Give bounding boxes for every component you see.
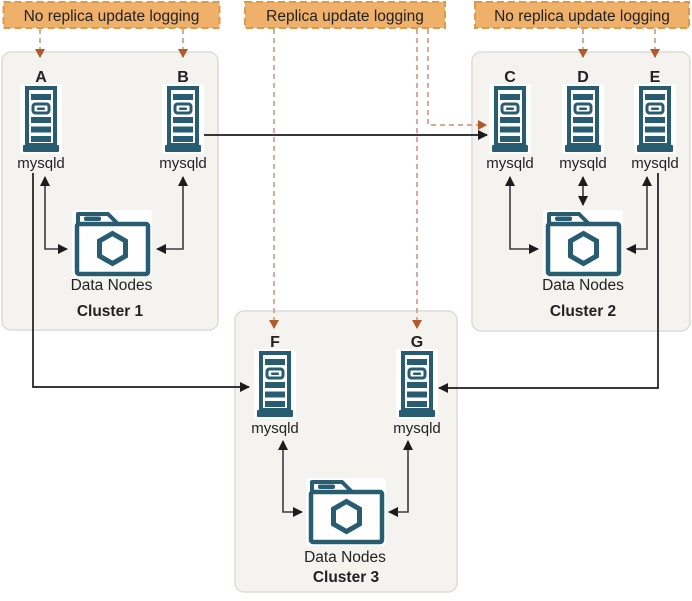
sql-node-D: D mysqld bbox=[559, 69, 607, 172]
server-icon bbox=[160, 82, 206, 156]
sql-node-A: A mysqld bbox=[17, 69, 65, 172]
datanode-link-G bbox=[388, 440, 413, 517]
datanode-link-C bbox=[505, 176, 539, 254]
data-nodes-folder-icon-cluster-3 bbox=[306, 478, 386, 546]
mysqld-label: mysqld bbox=[251, 420, 299, 437]
annotation-no-replica-update-logging-left: No replica update logging bbox=[2, 1, 221, 29]
sql-node-E: E mysqld bbox=[631, 69, 679, 172]
server-icon bbox=[394, 347, 440, 421]
datanode-link-F bbox=[278, 440, 303, 517]
sql-node-letter: D bbox=[577, 69, 589, 86]
mysqld-label: mysqld bbox=[631, 155, 679, 172]
data-nodes-folder-icon-cluster-2 bbox=[543, 210, 623, 278]
sql-node-letter: C bbox=[504, 69, 516, 86]
annotation-label: Replica update logging bbox=[266, 8, 424, 25]
server-icon bbox=[632, 82, 678, 156]
server-icon bbox=[487, 82, 533, 156]
annotation-no-replica-update-logging-right: No replica update logging bbox=[474, 1, 690, 29]
server-icon bbox=[18, 82, 64, 156]
annotation-replica-update-logging: Replica update logging bbox=[244, 1, 446, 29]
sql-node-letter: E bbox=[650, 69, 661, 86]
data-nodes-label: Data Nodes bbox=[304, 549, 386, 566]
sql-node-letter: B bbox=[177, 69, 189, 86]
data-nodes-label: Data Nodes bbox=[71, 277, 153, 294]
datanode-link-E bbox=[626, 176, 652, 254]
sql-node-letter: G bbox=[411, 334, 423, 351]
sql-node-C: C mysqld bbox=[486, 69, 534, 172]
data-nodes-label: Data Nodes bbox=[542, 277, 624, 294]
dashed-arrow-to-node-C bbox=[427, 29, 487, 130]
sql-node-letter: A bbox=[35, 69, 47, 86]
cluster-2-name: Cluster 2 bbox=[550, 303, 616, 320]
cluster-3-name: Cluster 3 bbox=[313, 569, 380, 586]
datanode-link-B bbox=[156, 176, 188, 254]
server-icon bbox=[252, 347, 298, 421]
annotation-label: No replica update logging bbox=[24, 8, 200, 25]
mysqld-label: mysqld bbox=[559, 155, 607, 172]
cluster-1-name: Cluster 1 bbox=[77, 303, 144, 320]
data-nodes-folder-icon-cluster-1 bbox=[72, 210, 152, 278]
sql-node-G: G mysqld bbox=[393, 334, 441, 437]
mysqld-label: mysqld bbox=[393, 420, 441, 437]
mysqld-label: mysqld bbox=[486, 155, 534, 172]
sql-node-B: B mysqld bbox=[159, 69, 207, 172]
replication-arrow-E-to-G bbox=[438, 173, 659, 393]
datanode-link-A bbox=[40, 176, 68, 254]
mysqld-label: mysqld bbox=[17, 155, 65, 172]
replication-arrow-A-to-F bbox=[32, 173, 250, 392]
sql-node-letter: F bbox=[270, 334, 280, 351]
server-icon bbox=[560, 82, 606, 156]
mysqld-label: mysqld bbox=[159, 155, 207, 172]
annotation-label: No replica update logging bbox=[494, 8, 670, 25]
sql-node-F: F mysqld bbox=[251, 334, 299, 437]
